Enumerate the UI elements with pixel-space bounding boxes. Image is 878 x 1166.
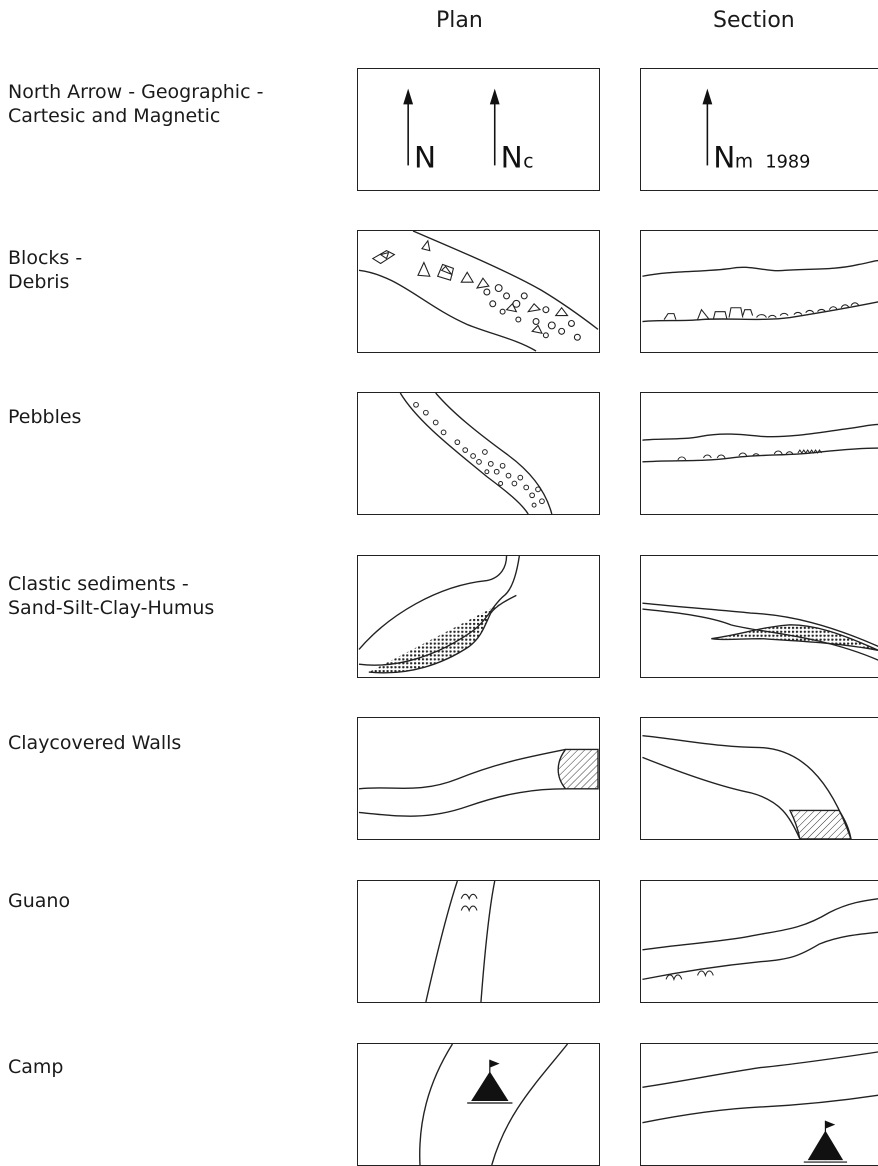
guano-icon	[460, 893, 478, 913]
label-line: Camp	[8, 1056, 64, 1078]
label-claycovered: Claycovered Walls	[8, 731, 181, 755]
label-line: Guano	[8, 890, 71, 912]
magnetic-north-arrow-icon: N m 1989	[702, 88, 810, 174]
camp-tent-profile-icon	[803, 1120, 848, 1163]
cartesic-n-label: N	[501, 140, 523, 174]
pebbles-icon	[413, 401, 545, 508]
plan-north-arrow: N N c	[357, 68, 600, 191]
label-line: North Arrow - Geographic -	[8, 81, 264, 103]
plan-guano	[357, 880, 600, 1003]
section-guano	[640, 880, 878, 1003]
pebbles-profile-icon	[677, 449, 822, 461]
guano-profile-icon	[665, 970, 714, 982]
debris-profile-icon	[663, 302, 860, 320]
cartesic-north-arrow-icon: N c	[489, 88, 534, 174]
section-blocks-debris	[640, 230, 878, 353]
label-line: Cartesic and Magnetic	[8, 105, 221, 127]
section-claycovered-walls	[640, 717, 878, 840]
label-line: Blocks -	[8, 247, 83, 269]
camp-tent-icon	[467, 1059, 513, 1104]
label-guano: Guano	[8, 889, 70, 913]
section-header: Section	[713, 8, 795, 33]
label-line: Pebbles	[8, 406, 82, 428]
section-clastic-sediments	[640, 555, 878, 678]
section-pebbles	[640, 392, 878, 515]
debris-blocks-icon	[371, 239, 581, 341]
label-line: Claycovered Walls	[8, 732, 182, 754]
section-camp	[640, 1043, 878, 1166]
plan-pebbles	[357, 392, 600, 515]
plan-camp	[357, 1043, 600, 1166]
plan-header: Plan	[436, 8, 483, 33]
plan-claycovered-walls	[357, 717, 600, 840]
label-line: Sand-Silt-Clay-Humus	[8, 597, 215, 619]
magnetic-year-label: 1989	[765, 152, 810, 172]
geographic-north-arrow-icon: N	[403, 88, 436, 174]
section-north-arrow: N m 1989	[640, 68, 878, 191]
label-north-arrow: North Arrow - Geographic - Cartesic and …	[8, 80, 263, 128]
cartesic-sub-label: c	[523, 151, 533, 172]
magnetic-sub-label: m	[735, 151, 753, 172]
label-line: Debris	[8, 271, 70, 293]
label-line: Clastic sediments -	[8, 573, 189, 595]
label-clastic: Clastic sediments - Sand-Silt-Clay-Humus	[8, 572, 214, 620]
label-pebbles: Pebbles	[8, 405, 81, 429]
plan-clastic-sediments	[357, 555, 600, 678]
geographic-n-label: N	[414, 140, 436, 174]
label-camp: Camp	[8, 1055, 63, 1079]
magnetic-n-label: N	[713, 140, 735, 174]
label-blocks: Blocks - Debris	[8, 246, 82, 294]
plan-blocks-debris	[357, 230, 600, 353]
